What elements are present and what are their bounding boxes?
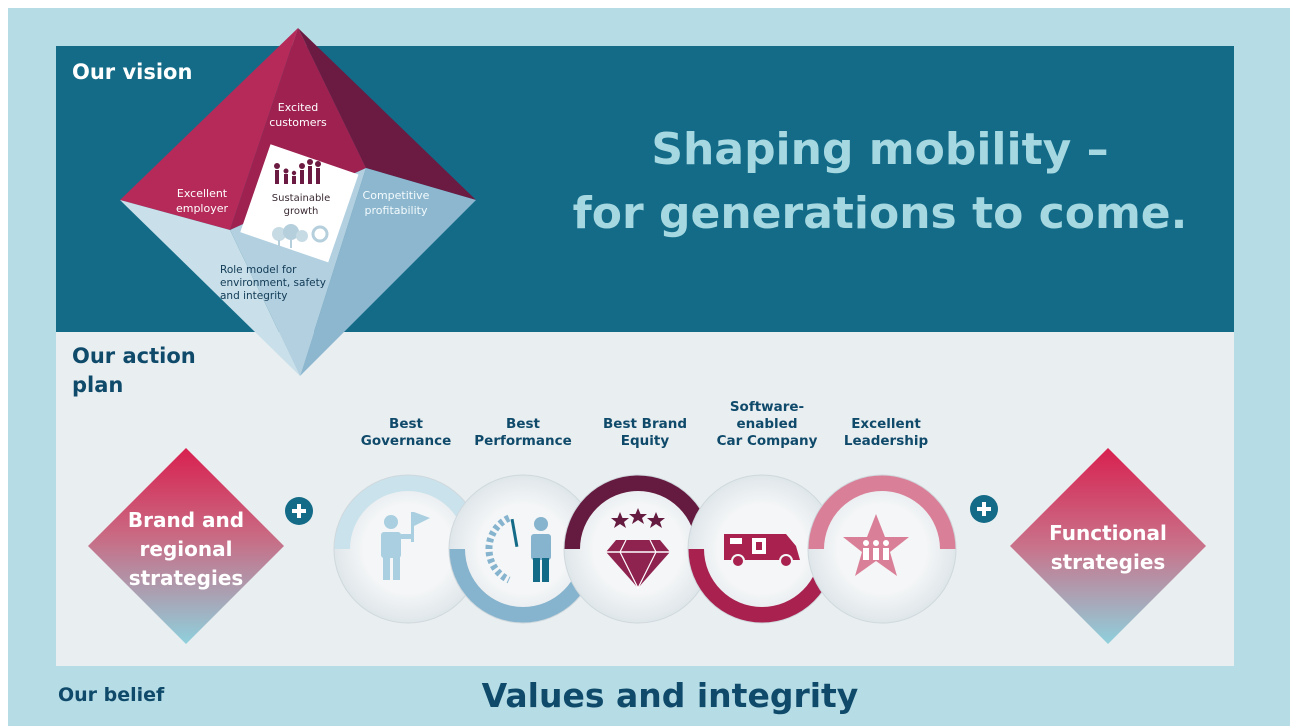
car-chip-icon <box>724 534 800 568</box>
role-model-line-2: environment, safety <box>220 277 326 289</box>
plus-icon <box>285 497 313 525</box>
vision-headline: Shaping mobility – for generations to co… <box>520 118 1240 246</box>
diamond-face-top-left <box>120 28 298 230</box>
diamond-face-bottom-right <box>300 168 476 376</box>
family-icon <box>274 159 321 184</box>
brand-regional-strategies-diamond <box>88 448 284 644</box>
pillar-title-line: Best <box>389 416 423 432</box>
pillar-title-line: Software- <box>729 399 805 415</box>
sustainable-growth-label: Sustainable growth <box>271 193 331 217</box>
pillar-title-line: Leadership <box>843 433 929 449</box>
strategy-line: Brand and <box>127 508 245 532</box>
strategy-line: regional <box>139 537 233 561</box>
diamond-face-top-right <box>298 28 476 200</box>
strategy-line: Functional <box>1049 521 1167 545</box>
pillar-title-performance: Best Performance <box>458 416 588 450</box>
excited-customers-label: Excited customers <box>269 101 327 129</box>
pillar-title-governance: Best Governance <box>341 416 471 450</box>
role-model-line-3: and integrity <box>220 290 288 302</box>
pillar-title-leadership: Excellent Leadership <box>821 416 951 450</box>
vision-diamond <box>120 28 476 376</box>
pillar-title-line: Governance <box>360 433 452 449</box>
competitive-profitability-label: Competitive profitability <box>362 189 430 217</box>
pillar-title-line: Best <box>506 416 540 432</box>
trees-cycle-icon <box>272 224 329 248</box>
headline-line-1: Shaping mobility – <box>651 124 1109 175</box>
functional-strategies-diamond <box>1010 448 1206 644</box>
diamond-center-square <box>240 144 359 263</box>
person-flag-icon <box>381 512 430 580</box>
values-and-integrity: Values and integrity <box>481 676 859 715</box>
plus-icon <box>970 495 998 523</box>
strategy-line: strategies <box>1050 550 1166 574</box>
pillar-title-line: enabled <box>736 416 798 432</box>
brand-regional-strategies-label: Brand and regional strategies <box>106 506 266 593</box>
role-model-label: Role model for environment, safety and i… <box>220 264 340 303</box>
strategy-line: strategies <box>128 566 244 590</box>
pillar-title-line: Performance <box>474 433 572 449</box>
pillar-title-line: Equity <box>620 433 670 449</box>
pillar-title-brand-equity: Best Brand Equity <box>580 416 710 450</box>
performance-gauge-icon <box>485 514 551 584</box>
functional-strategies-label: Functional strategies <box>1028 519 1188 577</box>
diamond-face-bottom-left <box>120 200 300 376</box>
action-plan-section-label: Our action plan <box>72 344 196 397</box>
diamond-stars-icon <box>606 508 670 590</box>
headline-line-2: for generations to come. <box>572 188 1188 239</box>
pillar-title-software: Software- enabled Car Company <box>702 399 832 450</box>
pillar-performance-circle <box>448 474 598 624</box>
vision-section-label: Our vision <box>72 60 193 84</box>
pillar-title-line: Car Company <box>716 433 818 449</box>
belief-section-label: Our belief <box>58 684 165 706</box>
pillar-title-line: Excellent <box>851 416 921 432</box>
pillar-title-line: Best Brand <box>603 416 687 432</box>
role-model-line-1: Role model for <box>220 264 297 276</box>
star-people-icon <box>843 514 909 576</box>
excellent-employer-label: Excellent employer <box>175 187 229 215</box>
